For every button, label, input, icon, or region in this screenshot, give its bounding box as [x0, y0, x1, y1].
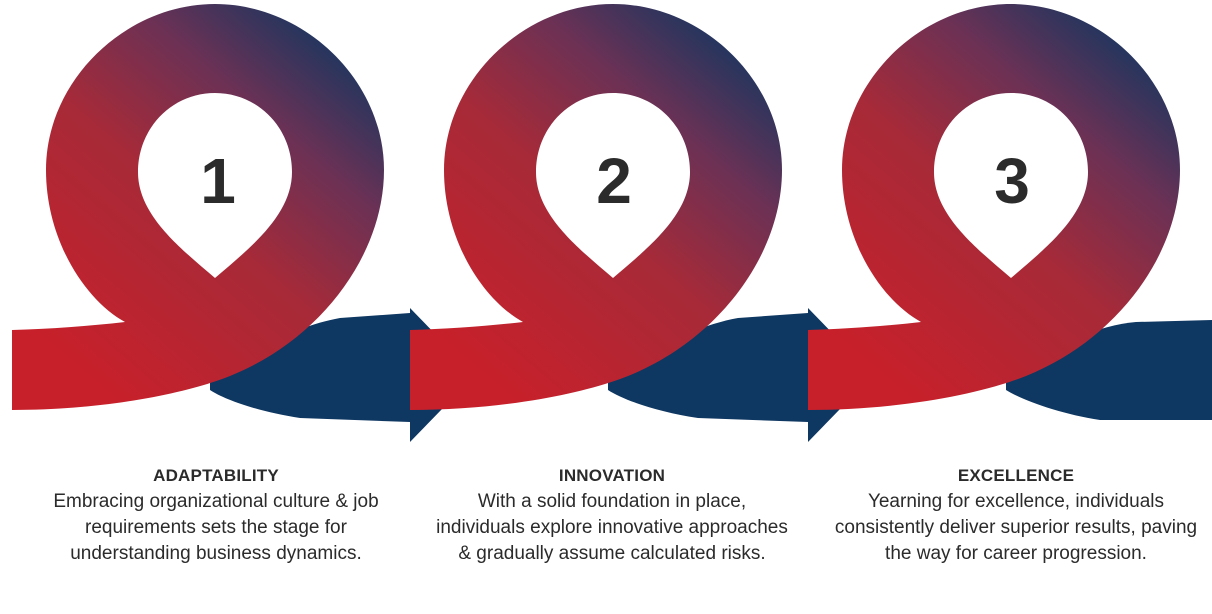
step-number-3: 3 — [994, 145, 1030, 217]
tail-band-3 — [1006, 320, 1212, 420]
step-number-2: 2 — [596, 145, 632, 217]
loop-3: 3 — [808, 4, 1180, 410]
step-description-2: With a solid foundation in place, indivi… — [436, 491, 788, 564]
step-description-3: Yearning for excellence, individuals con… — [834, 491, 1198, 564]
step-number-1: 1 — [200, 145, 236, 217]
loop-1: 1 — [12, 4, 384, 410]
step-caption-2: INNOVATION With a solid foundation in pl… — [432, 465, 792, 567]
step-title-1: ADAPTABILITY — [153, 466, 279, 485]
loop-2: 2 — [410, 4, 782, 410]
step-title-3: EXCELLENCE — [957, 466, 1075, 485]
step-caption-3: EXCELLENCE Yearning for excellence, indi… — [828, 465, 1204, 567]
step-caption-1: ADAPTABILITY Embracing organizational cu… — [36, 465, 396, 567]
step-title-2: INNOVATION — [558, 466, 666, 485]
step-description-1: Embracing organizational culture & job r… — [53, 491, 379, 564]
